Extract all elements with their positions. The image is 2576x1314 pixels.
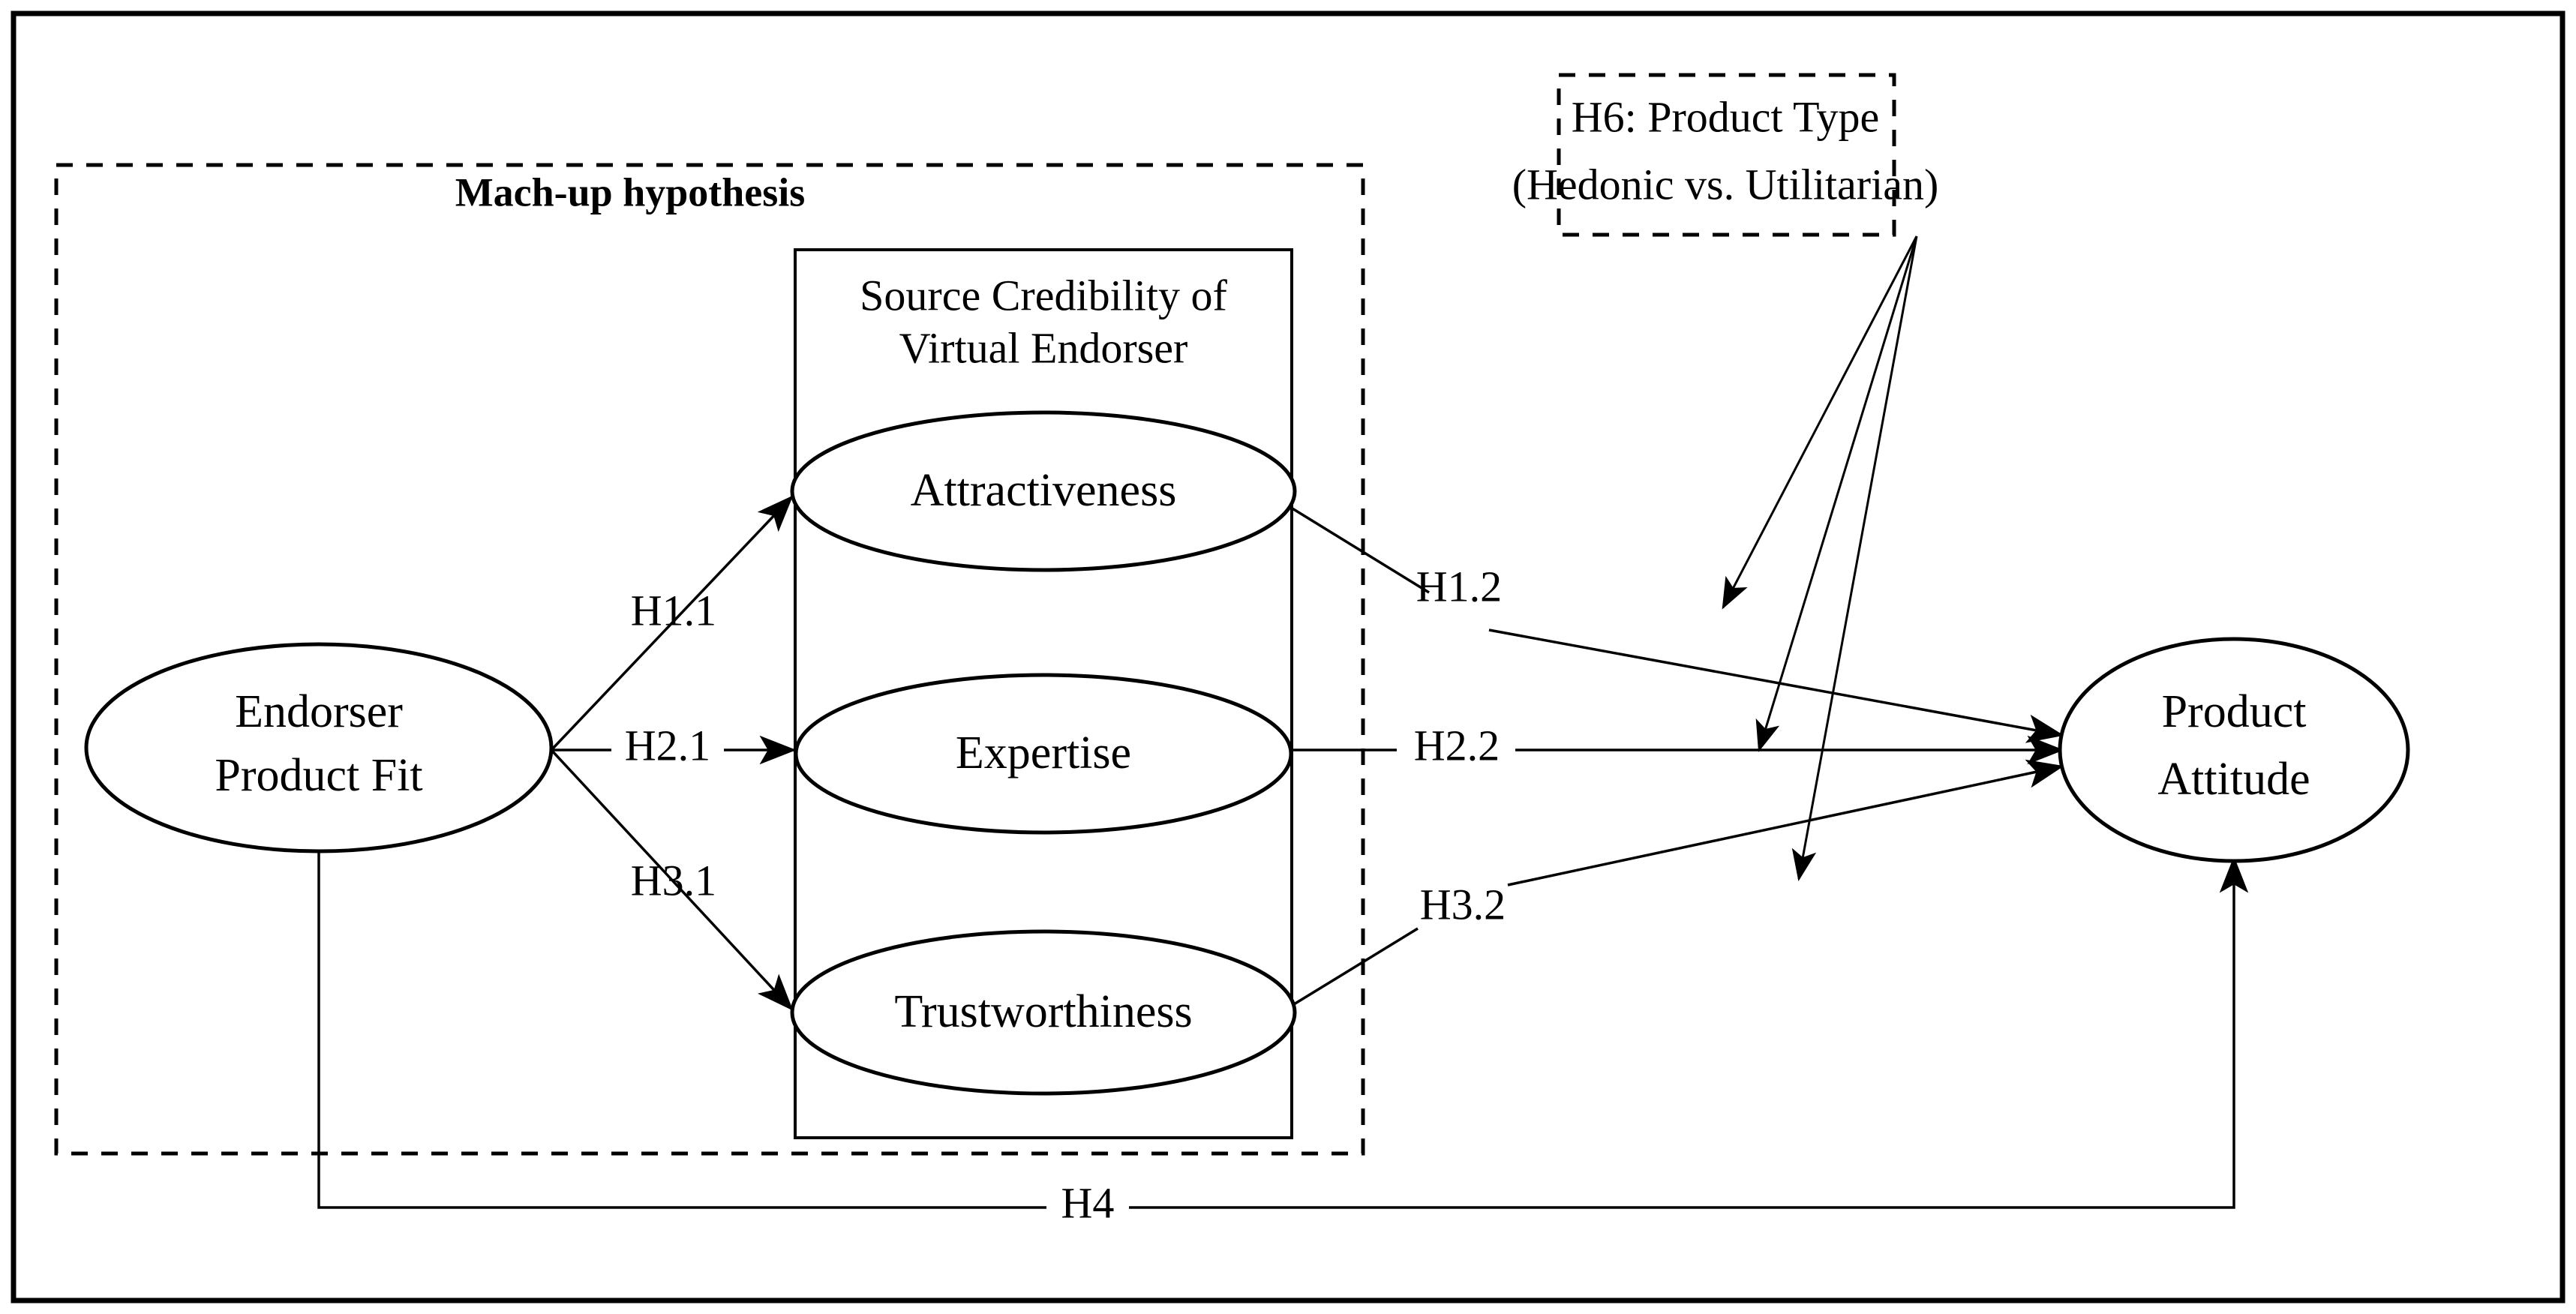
edge-label-h1-2: H1.2 [1416, 562, 1502, 610]
moderator-h6-label-line1: H6: Product Type [1572, 92, 1880, 141]
edge-label-h3-1: H3.1 [631, 856, 716, 904]
node-endorser-product-fit-shape [84, 642, 554, 854]
node-endorser-product-fit-label-line1: Endorser [235, 686, 403, 737]
source-credibility-label-line1: Source Credibility of [860, 271, 1227, 320]
node-product-attitude[interactable]: Product Attitude [2058, 637, 2410, 863]
figure-frame [11, 10, 2565, 1304]
edge-h3-2-line [1507, 759, 2064, 886]
moderation-arrow-to-h2-2 [1755, 236, 1918, 752]
edge-label-h4: H4 [1061, 1178, 1115, 1227]
edge-h1-2-line [1488, 628, 2064, 743]
edge-label-h2-2: H2.2 [1414, 721, 1500, 770]
moderator-h6-label-line2: (Hedonic vs. Utilitarian) [1512, 160, 1939, 208]
source-credibility-group-box [794, 248, 1293, 1139]
node-product-attitude-shape [2058, 637, 2410, 863]
source-credibility-label-line2: Virtual Endorser [899, 323, 1188, 372]
node-endorser-product-fit-label-line2: Product Fit [215, 750, 422, 801]
edge-label-h2-1: H2.1 [625, 721, 710, 770]
edge-h4-line [1129, 856, 2249, 1209]
node-trustworthiness-shape [790, 929, 1297, 1096]
node-expertise[interactable]: Expertise [794, 673, 1293, 835]
match-up-hypothesis-group-box [54, 163, 1365, 1156]
node-attractiveness[interactable]: Attractiveness [790, 410, 1297, 572]
match-up-hypothesis-label: Mach-up hypothesis [455, 170, 806, 214]
moderation-arrow-to-h1-2 [1722, 236, 1918, 610]
edge-label-h1-1: H1.1 [631, 586, 716, 634]
edge-h3-1-line [550, 748, 794, 1011]
node-product-attitude-label-line2: Attitude [2157, 754, 2310, 805]
node-trustworthiness[interactable]: Trustworthiness [790, 929, 1297, 1096]
node-attractiveness-shape [790, 410, 1297, 572]
edge-h3-2-seg1 [1290, 927, 1419, 1008]
node-attractiveness-label: Attractiveness [911, 465, 1177, 516]
node-expertise-label: Expertise [956, 728, 1131, 778]
edge-h1-2-seg1 [1288, 505, 1430, 594]
moderator-h6-box [1557, 73, 1896, 237]
node-product-attitude-label-line1: Product [2162, 686, 2307, 737]
node-endorser-product-fit[interactable]: Endorser Product Fit [84, 642, 554, 854]
node-expertise-shape [794, 673, 1293, 835]
edge-label-h3-2: H3.2 [1420, 880, 1506, 928]
edge-h1-1-line [550, 495, 794, 752]
node-trustworthiness-label: Trustworthiness [894, 986, 1192, 1037]
edge-h4-seg1 [317, 851, 1046, 1209]
moderation-arrow-to-h3-2 [1791, 236, 1918, 881]
